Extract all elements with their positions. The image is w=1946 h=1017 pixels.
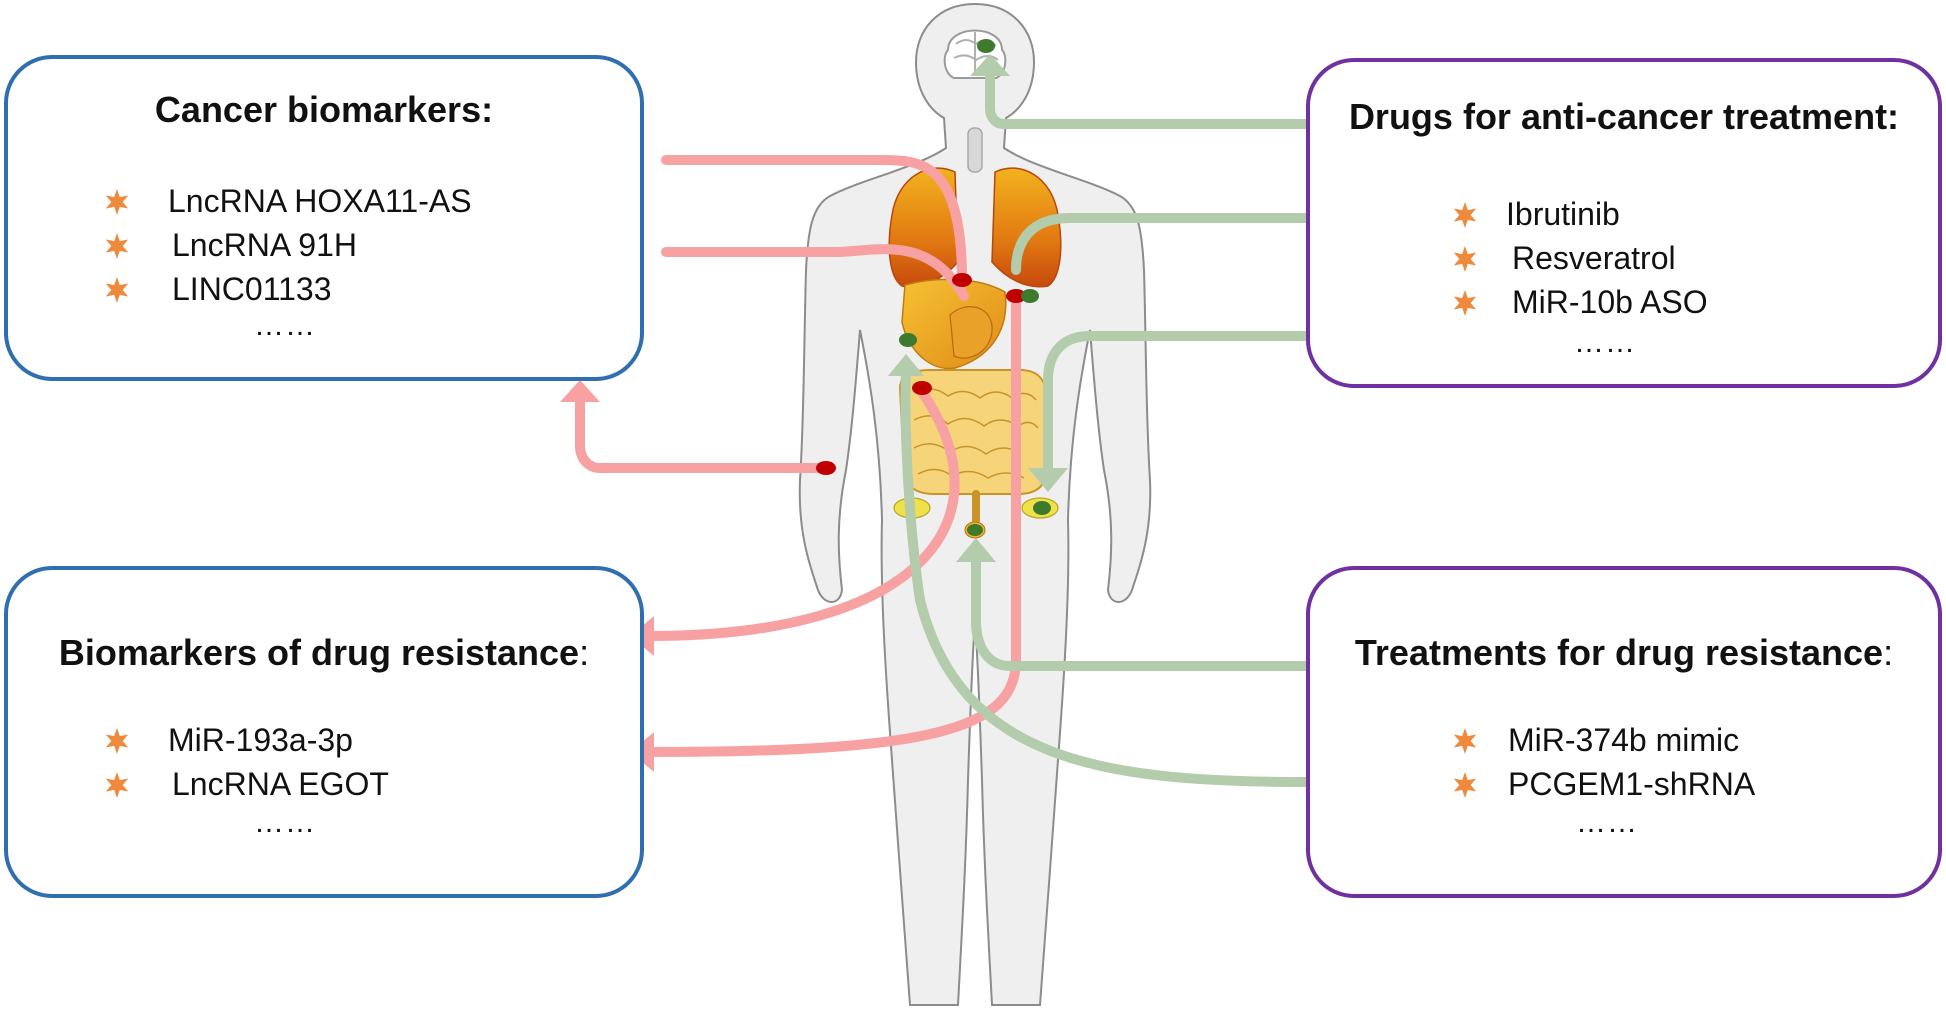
star-icon [105,728,129,754]
arrow-colon-to-drug-resistance [645,387,960,641]
star-icon [1453,728,1477,754]
title-colon: : [1883,632,1894,673]
arrowhead-icon [970,54,1010,76]
arrow-arm-to-cancer-biomarkers [575,393,827,473]
star-icon [1453,772,1477,798]
arrow-drugs-to-stomach [1011,213,1311,275]
arrow-treatment-to-colon [900,367,1311,787]
anticancer-drugs-box: Drugs for anti-cancer treatment: Ibrutin… [1306,58,1942,388]
marker-red [1006,289,1026,303]
anticancer-drugs-title: Drugs for anti-cancer treatment: [1348,96,1900,137]
more-ellipsis: …… [254,806,316,839]
marker-green [1021,289,1039,303]
title-text: Biomarkers of drug resistance [58,632,580,673]
arrowhead-icon [956,538,996,562]
marker-green [977,39,995,53]
marker-red [912,381,932,395]
biomarker-flow [575,155,1021,757]
more-ellipsis: …… [254,309,316,342]
star-icon [105,772,129,798]
more-ellipsis: …… [1574,326,1636,359]
list-item: LINC01133 [172,271,332,307]
marker-red [952,273,972,287]
star-icon [105,233,129,259]
arrowhead-icon [888,354,924,376]
arrow-drugs-to-ovary [1043,331,1311,477]
resistance-treatments-box: Treatments for drug resistance: MiR-374b… [1306,566,1942,898]
more-ellipsis: …… [1576,806,1638,839]
marker-green [899,333,917,347]
marker-red [816,461,836,475]
arrow-treatment-to-bladder [971,555,1311,671]
list-item: LncRNA EGOT [172,766,389,802]
red-markers [816,273,1026,475]
title-colon: : [579,632,590,673]
human-body-icon [798,2,1152,1006]
list-item: MiR-193a-3p [168,722,353,758]
star-icon [105,277,129,303]
star-icon [1453,290,1477,316]
drug-resistance-biomarkers-title: Biomarkers of drug resistance: [8,632,640,674]
green-markers [899,39,1051,536]
star-icon [1453,246,1477,272]
arrow-stomach-to-drug-resistance [645,291,1021,757]
star-icon [1453,202,1477,228]
treatment-arrowheads [888,54,1068,562]
arrow-liver-to-cancer-biomarkers [661,244,969,301]
list-item: Resveratrol [1512,240,1676,276]
arrow-lung-to-cancer-biomarkers [661,155,967,285]
treatment-flow [900,69,1311,787]
marker-green [1033,501,1051,515]
arrowhead-icon [1028,468,1068,492]
star-icon [105,189,129,215]
list-item: LncRNA 91H [172,227,357,263]
arrow-drugs-to-brain [985,69,1311,129]
arrowhead-icon [560,380,600,402]
cancer-biomarkers-title: Cancer biomarkers: [154,89,494,130]
drug-resistance-biomarkers-box: Biomarkers of drug resistance: MiR-193a-… [4,566,644,898]
list-item: LncRNA HOXA11-AS [168,183,472,219]
resistance-treatments-title: Treatments for drug resistance: [1310,632,1938,674]
marker-green [967,524,983,536]
list-item: Ibrutinib [1506,196,1620,232]
list-item: PCGEM1-shRNA [1508,766,1756,802]
cancer-biomarkers-box: Cancer biomarkers: LncRNA HOXA11-AS LncR… [4,55,644,381]
title-text: Treatments for drug resistance [1354,632,1884,673]
list-item: MiR-374b mimic [1508,722,1740,758]
list-item: MiR-10b ASO [1512,284,1708,320]
